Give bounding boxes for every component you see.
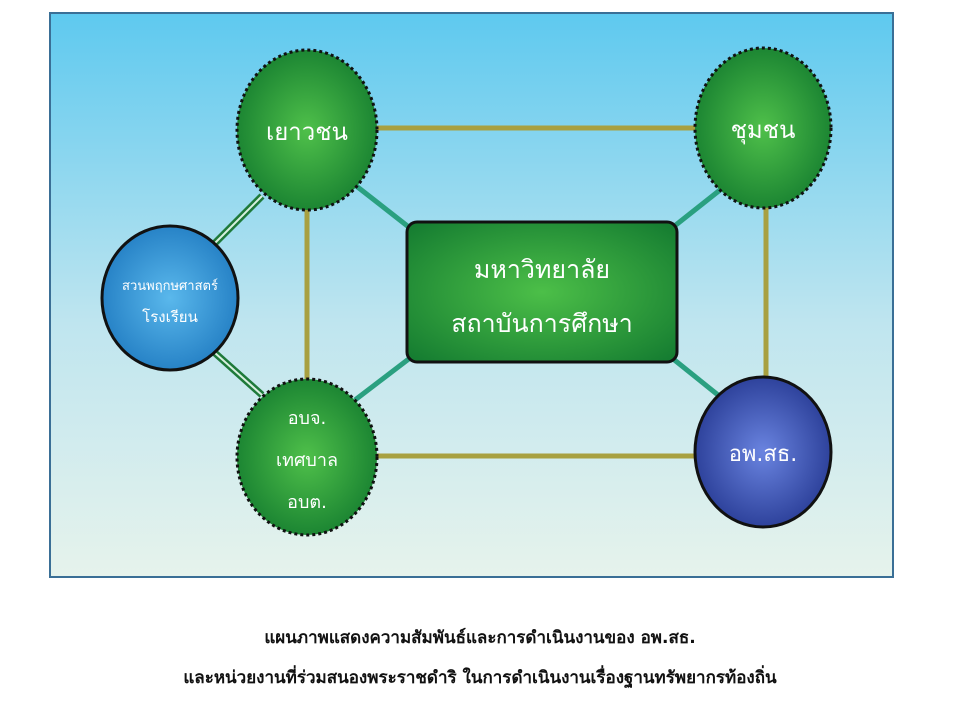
caption-line-1: แผนภาพแสดงความสัมพันธ์และการดำเนินงานของ… bbox=[264, 628, 696, 648]
node-local-government: อบจ. เทศบาล อบต. bbox=[235, 377, 379, 537]
node-community: ชุมชน bbox=[693, 46, 833, 210]
node-rspg: อพ.สธ. bbox=[693, 375, 833, 529]
node-youth: เยาวชน bbox=[235, 48, 379, 212]
rspg-label: อพ.สธ. bbox=[729, 442, 798, 467]
local-label-3: อบต. bbox=[287, 492, 327, 513]
connectors bbox=[212, 125, 769, 459]
node-university: มหาวิทยาลัย สถาบันการศึกษา bbox=[405, 220, 679, 364]
caption-line-2: และหน่วยงานที่ร่วมสนองพระราชดำริ ในการดำ… bbox=[183, 668, 777, 688]
garden-label-2: โรงเรียน bbox=[142, 308, 198, 326]
center-label-1: มหาวิทยาลัย bbox=[474, 255, 610, 284]
garden-label-1: สวนพฤกษศาสตร์ bbox=[122, 278, 218, 294]
local-label-1: อบจ. bbox=[288, 408, 327, 429]
connector-rspg-center bbox=[670, 356, 720, 397]
local-label-2: เทศบาล bbox=[276, 450, 338, 471]
node-school-garden: สวนพฤกษศาสตร์ โรงเรียน bbox=[100, 224, 240, 372]
connector-community-center bbox=[670, 188, 722, 230]
community-label: ชุมชน bbox=[731, 116, 796, 145]
connector-youth-center bbox=[353, 183, 412, 230]
youth-label: เยาวชน bbox=[266, 118, 348, 146]
connector-local-center bbox=[353, 356, 412, 402]
center-label-2: สถาบันการศึกษา bbox=[451, 309, 633, 338]
